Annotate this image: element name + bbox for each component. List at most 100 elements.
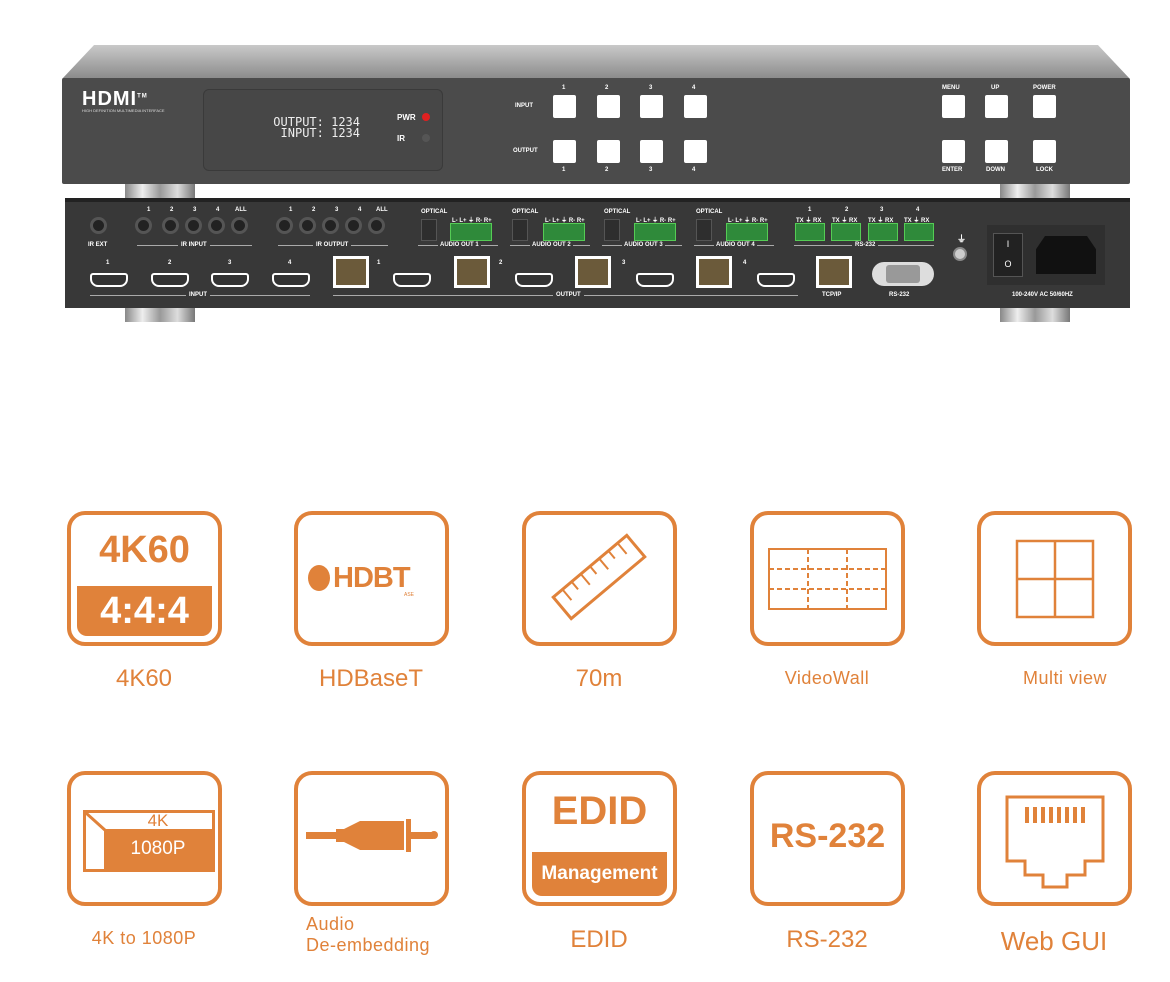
rear-panel [65,198,1130,308]
output-2-button[interactable] [597,140,620,163]
ir-output-jack[interactable] [345,217,362,234]
ir-ext-label: IR EXT [88,242,108,248]
output-3-button[interactable] [640,140,663,163]
input-1-button[interactable] [553,95,576,118]
rs232-pins-label: TX ⏚ RX [904,218,930,224]
optical-port[interactable] [512,219,528,241]
multi-view-icon [1015,539,1095,619]
rs232-terminal[interactable] [831,223,861,241]
feature-label: EDID [570,926,628,953]
input-3-button[interactable] [640,95,663,118]
input-4-button[interactable] [684,95,707,118]
rs232-db9-port[interactable] [872,262,934,286]
hdmi-output-port[interactable] [393,273,431,287]
hdbaset-port[interactable] [575,256,611,288]
ir-output-jack[interactable] [276,217,293,234]
up-button[interactable] [985,95,1008,118]
output-4-button[interactable] [684,140,707,163]
ir-output-jack[interactable] [322,217,339,234]
management-text: Management [532,852,667,896]
hdmi-output-port[interactable] [636,273,674,287]
output-1-button[interactable] [553,140,576,163]
input-number: 4 [692,85,696,91]
output-number: 3 [649,167,653,173]
input-row-label: INPUT [515,103,533,109]
ir-label: IR [397,134,405,143]
port-number: 1 [808,207,812,213]
hdbaset-port[interactable] [696,256,732,288]
hdmi-input-port[interactable] [272,273,310,287]
optical-port[interactable] [421,219,437,241]
device-foot [1000,308,1070,322]
port-number: 3 [335,207,339,213]
port-number: 3 [880,207,884,213]
4k60-text: 4K60 [99,529,190,571]
hdmi-output-port[interactable] [757,273,795,287]
rs232-port-label: RS-232 [889,292,910,298]
ir-ext-jack[interactable] [90,217,107,234]
ir-sensor-icon [422,134,430,142]
hdmi-output-port[interactable] [515,273,553,287]
hdmi-input-port[interactable] [211,273,249,287]
hdmi-input-port[interactable] [90,273,128,287]
menu-button[interactable] [942,95,965,118]
hdmi-input-port[interactable] [151,273,189,287]
audio-terminal[interactable] [726,223,768,241]
output-number: 1 [562,167,566,173]
ir-input-label: IR INPUT [178,242,210,248]
rs232-terminal-label: RS-232 [852,242,879,248]
port-number: 4 [288,260,292,266]
power-button[interactable] [1033,95,1056,118]
feature-label: VideoWall [784,668,870,688]
audio-out-label: AUDIO OUT 1 [438,242,481,248]
ir-input-jack[interactable] [185,217,202,234]
audio-terminal[interactable] [634,223,676,241]
video-wall-icon [768,548,887,610]
ir-output-jack[interactable] [299,217,316,234]
feature-rs232-box: RS-232 [750,771,905,906]
port-number: 1 [106,260,110,266]
feature-70m-box [522,511,677,646]
port-number: 4 [216,207,220,213]
optical-label: OPTICAL [421,209,448,215]
port-number: 2 [312,207,316,213]
port-number: 2 [168,260,172,266]
ir-output-label: IR OUTPUT [313,242,352,248]
rs232-terminal[interactable] [795,223,825,241]
lock-button[interactable] [1033,140,1056,163]
output-row-label: OUTPUT [513,148,538,154]
output-number: 2 [605,167,609,173]
port-number: 1 [377,260,381,266]
feature-label: Multi view [1022,668,1107,688]
down-button[interactable] [985,140,1008,163]
rs232-terminal[interactable] [868,223,898,241]
feature-multiview-box [977,511,1132,646]
enter-button[interactable] [942,140,965,163]
optical-port[interactable] [696,219,712,241]
input-2-button[interactable] [597,95,620,118]
audio-terminal[interactable] [450,223,492,241]
hdbaset-port[interactable] [454,256,490,288]
ir-input-jack[interactable] [208,217,225,234]
up-label: UP [991,85,1000,91]
tcpip-label: TCP/IP [822,292,842,298]
optical-port[interactable] [604,219,620,241]
ir-input-jack[interactable] [231,217,248,234]
ir-input-jack[interactable] [135,217,152,234]
ac-power-inlet[interactable] [1036,236,1096,274]
tcpip-port[interactable] [816,256,852,288]
ir-output-jack[interactable] [368,217,385,234]
rs232-terminal[interactable] [904,223,934,241]
audio-pins-label: L- L+ ⏚ R- R+ [452,218,492,224]
hdbaset-port[interactable] [333,256,369,288]
device-top [62,45,1130,79]
lock-label: LOCK [1036,167,1053,173]
port-all: ALL [376,207,388,213]
audio-terminal[interactable] [543,223,585,241]
hdbaset-logo-sub: ASE [404,592,415,598]
port-number: 2 [170,207,174,213]
rs232-pins-label: TX ⏚ RX [796,218,822,224]
ir-input-jack[interactable] [162,217,179,234]
